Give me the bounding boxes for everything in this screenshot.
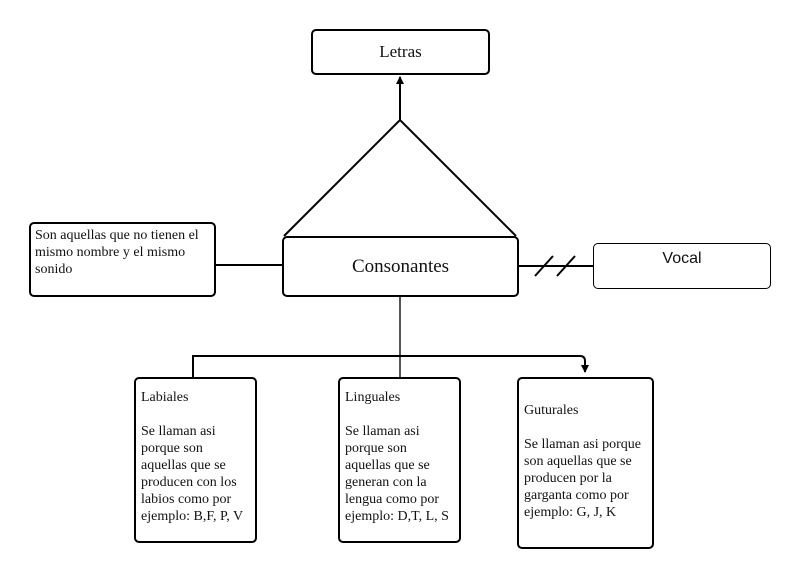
categoria-titulo-guturales: Guturales — [524, 403, 579, 418]
categoria-titulo-linguales: Linguales — [345, 390, 401, 405]
node-consonantes-label: Consonantes — [351, 255, 450, 277]
node-linguales: Linguales Se llaman asi porque son aquel… — [338, 377, 461, 543]
node-consonantes: Consonantes — [282, 236, 519, 297]
node-vocal: Vocal — [593, 243, 771, 289]
node-guturales: Guturales Se llaman asi porque son aquel… — [517, 377, 654, 549]
categoria-descripcion-labiales: Se llaman asi porque son aquellas que se… — [141, 424, 244, 524]
categoria-titulo-labiales: Labiales — [141, 390, 189, 405]
negation-slash-1 — [534, 255, 554, 277]
categoria-descripcion-linguales: Se llaman asi porque son aquellas que se… — [345, 424, 449, 524]
connector-branch — [192, 355, 589, 378]
node-letras: Letras — [311, 29, 490, 75]
node-labiales: Labiales Se llaman asi porque son aquell… — [134, 377, 257, 543]
categoria-descripcion-guturales: Se llaman asi porque son aquellas que se… — [524, 437, 642, 520]
node-letras-label: Letras — [379, 42, 422, 61]
generalization-triangle — [283, 118, 517, 237]
node-definicion-text: Son aquellas que no tienen el mismo nomb… — [35, 228, 199, 277]
node-vocal-label: Vocal — [662, 250, 702, 267]
node-definicion: Son aquellas que no tienen el mismo nomb… — [29, 222, 216, 297]
negation-slash-2 — [556, 255, 576, 277]
